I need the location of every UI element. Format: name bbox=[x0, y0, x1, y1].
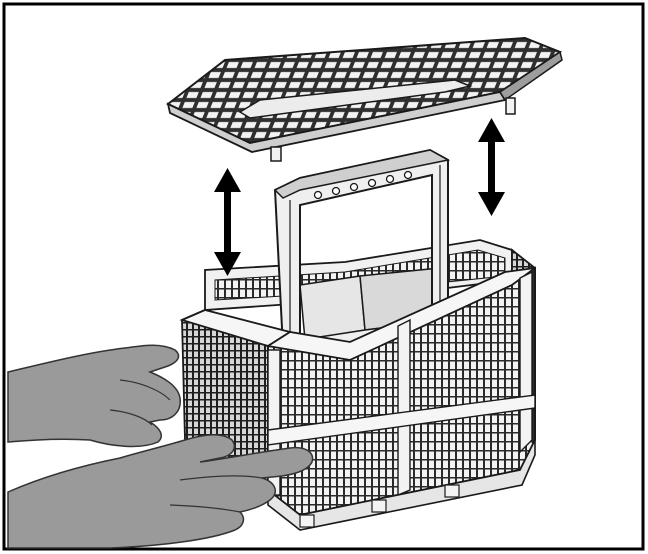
up-down-arrow-icon bbox=[214, 168, 241, 276]
basket-lid bbox=[166, 36, 563, 162]
up-down-arrow-icon bbox=[478, 118, 505, 216]
cutlery-basket bbox=[179, 148, 536, 531]
right-hand bbox=[7, 434, 314, 549]
left-hand bbox=[7, 344, 181, 448]
